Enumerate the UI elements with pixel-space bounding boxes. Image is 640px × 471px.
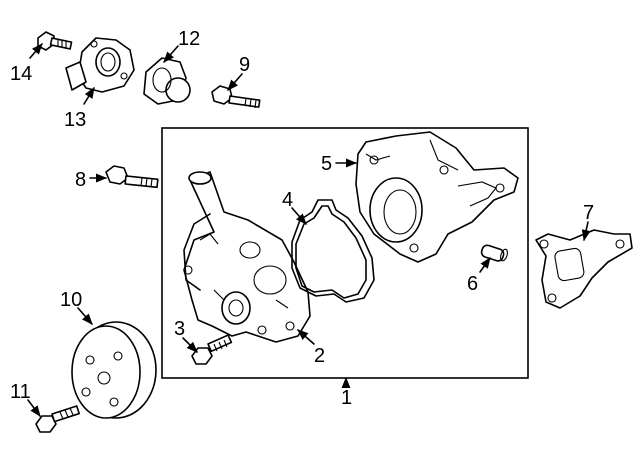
callout-5: 5 [321, 153, 332, 175]
thermostat-housing-13[interactable] [65, 37, 135, 93]
gasket-7[interactable] [535, 229, 633, 309]
callout-8: 8 [75, 169, 86, 191]
callout-11: 11 [10, 381, 31, 403]
callout-labels: 1 2 3 4 5 6 7 8 9 10 11 12 13 14 [10, 28, 594, 409]
bolt-11[interactable] [35, 405, 80, 433]
callout-6: 6 [467, 273, 478, 295]
callout-13: 13 [64, 109, 86, 131]
gasket-4[interactable] [291, 199, 375, 303]
housing-5[interactable] [355, 131, 519, 263]
callout-12: 12 [178, 28, 200, 50]
callout-14: 14 [10, 63, 32, 85]
pulley-10[interactable] [71, 321, 157, 419]
callout-9: 9 [239, 54, 250, 76]
callout-4: 4 [282, 189, 293, 211]
bolt-14[interactable] [37, 31, 73, 51]
callout-1: 1 [341, 387, 352, 409]
callout-7: 7 [583, 202, 594, 224]
bolt-8[interactable] [105, 165, 159, 189]
dowel-6[interactable] [480, 244, 508, 262]
bolt-3[interactable] [191, 334, 233, 365]
thermostat-12[interactable] [143, 57, 191, 105]
callout-10: 10 [60, 289, 82, 311]
water-pump-2[interactable] [183, 171, 311, 343]
callout-2: 2 [314, 345, 325, 367]
leader-lines [27, 43, 591, 417]
callout-3: 3 [174, 318, 185, 340]
bolt-9[interactable] [211, 85, 261, 109]
